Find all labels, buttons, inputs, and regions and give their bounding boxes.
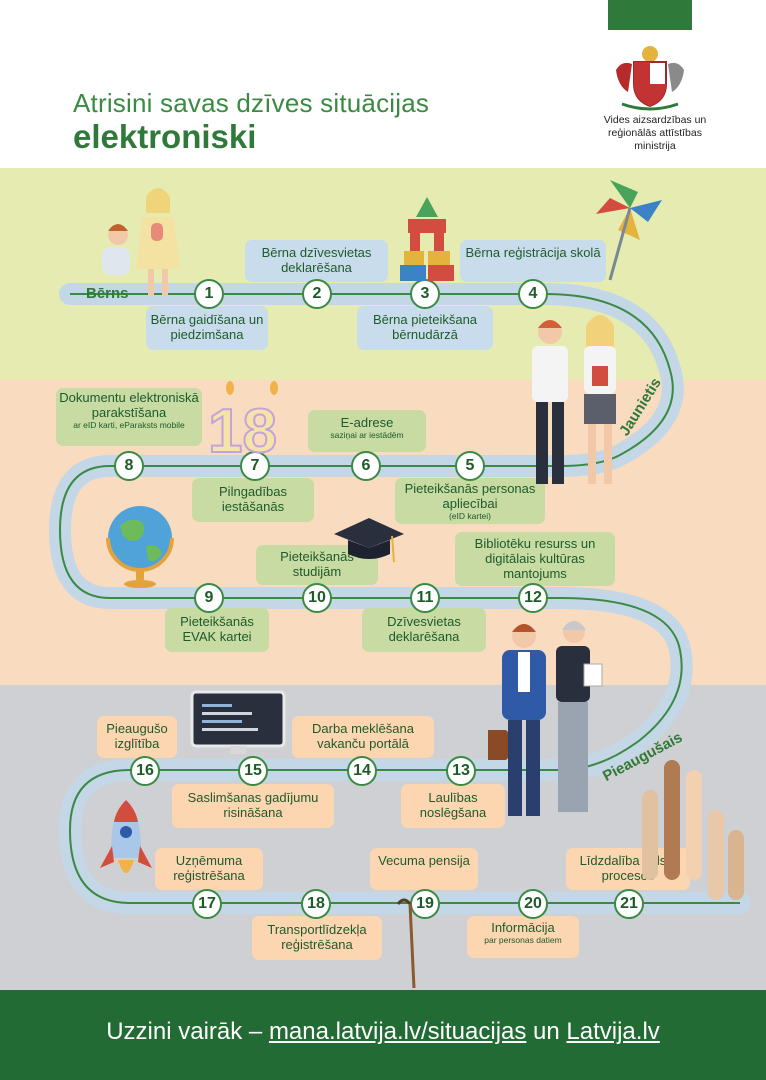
step-6-sublabel: saziņai ar iestādēm — [330, 430, 404, 440]
step-number-9: 9 — [194, 583, 224, 613]
step-number-8: 8 — [114, 451, 144, 481]
footer-link-latvija[interactable]: Latvija.lv — [566, 1018, 660, 1045]
life-path-road — [48, 283, 751, 914]
step-number-16: 16 — [130, 756, 160, 786]
step-11-label: Dzīvesvietas deklarēšana — [362, 608, 486, 652]
step-number-13: 13 — [446, 756, 476, 786]
pinwheel-icon — [596, 180, 662, 281]
globe-icon — [106, 506, 174, 588]
footer-text: Uzzini vairāk – mana.latvija.lv/situacij… — [0, 1018, 766, 1046]
step-9-label: Pieteikšanās EVAK kartei — [165, 608, 269, 652]
footer-bar — [0, 990, 766, 1080]
page-title-line2: elektroniski — [73, 118, 257, 155]
step-18-label: Transportlīdzekļa reģistrēšana — [252, 916, 382, 960]
step-1-label: Bērna gaidīšana un piedzimšana — [146, 306, 268, 350]
step-16-label: Pieaugušo izglītība — [97, 716, 177, 758]
step-number-6: 6 — [351, 451, 381, 481]
step-number-7: 7 — [240, 451, 270, 481]
children-illustration-icon — [102, 188, 180, 295]
adults-illustration-icon — [488, 621, 603, 816]
footer-prefix: Uzzini vairāk – — [106, 1018, 269, 1045]
step-8-label: Dokumentu elektroniskā parakstīšana — [59, 390, 199, 420]
step-number-10: 10 — [302, 583, 332, 613]
step-8-sublabel: ar eID karti, eParaksts mobile — [73, 420, 185, 430]
step-6-label: E-adrese — [340, 415, 394, 430]
computer-monitor-icon — [190, 690, 286, 754]
step-13-label: Laulības noslēgšana — [401, 784, 505, 828]
footer-link-situations[interactable]: mana.latvija.lv/situacijas — [268, 1018, 527, 1045]
birthday-candles-icon: 18 — [207, 381, 278, 458]
step-number-5: 5 — [455, 451, 485, 481]
step-14-label: Darba meklēšana vakanču portālā — [292, 716, 434, 758]
step-15-label: Saslimšanas gadījumu risināšana — [172, 784, 334, 828]
teenagers-illustration-icon — [532, 315, 616, 484]
step-number-1: 1 — [194, 279, 224, 309]
step-number-21: 21 — [614, 889, 644, 919]
step-number-17: 17 — [192, 889, 222, 919]
step-number-12: 12 — [518, 583, 548, 613]
stage-label-child: Bērns — [86, 285, 129, 302]
step-19-label: Vecuma pensija — [370, 848, 478, 890]
step-20-sublabel: par personas datiem — [484, 935, 562, 945]
graduation-cap-icon — [334, 518, 404, 563]
top-accent-bar — [608, 0, 692, 30]
step-number-20: 20 — [518, 889, 548, 919]
step-number-2: 2 — [302, 279, 332, 309]
toy-blocks-icon — [400, 197, 454, 281]
step-7-label: Pilngadības iestāšanās — [192, 478, 314, 522]
step-2-label: Bērna dzīvesvietas deklarēšana — [245, 240, 388, 282]
raised-hands-icon — [642, 760, 744, 900]
step-number-4: 4 — [518, 279, 548, 309]
page-title-line1: Atrisini savas dzīves situācijas — [73, 88, 430, 118]
step-5-label: Pieteikšanās personas apliecībai — [404, 481, 536, 511]
step-8-box: Dokumentu elektroniskā parakstīšana ar e… — [56, 388, 202, 446]
step-5-box: Pieteikšanās personas apliecībai (eID ka… — [395, 478, 545, 524]
step-4-label: Bērna reģistrācija skolā — [460, 240, 606, 282]
coat-of-arms-icon — [616, 46, 684, 111]
candle-digits: 18 — [208, 397, 277, 458]
walking-cane-icon — [396, 898, 416, 989]
step-20-box: Informācija par personas datiem — [467, 916, 579, 958]
footer-middle: un — [526, 1018, 567, 1045]
rocket-icon — [100, 800, 152, 873]
step-number-11: 11 — [410, 583, 440, 613]
step-12-label: Bibliotēku resurss un digitālais kultūra… — [455, 532, 615, 586]
step-17-label: Uzņēmuma reģistrēšana — [155, 848, 263, 890]
step-number-15: 15 — [238, 756, 268, 786]
step-6-box: E-adrese saziņai ar iestādēm — [308, 410, 426, 452]
step-20-label: Informācija — [491, 920, 555, 935]
step-number-3: 3 — [410, 279, 440, 309]
step-number-14: 14 — [347, 756, 377, 786]
ministry-name: Vides aizsardzības un reģionālās attīstī… — [603, 114, 707, 152]
step-3-label: Bērna pieteikšana bērnudārzā — [357, 306, 493, 350]
step-number-18: 18 — [301, 889, 331, 919]
step-5-sublabel: (eID kartei) — [448, 511, 492, 521]
